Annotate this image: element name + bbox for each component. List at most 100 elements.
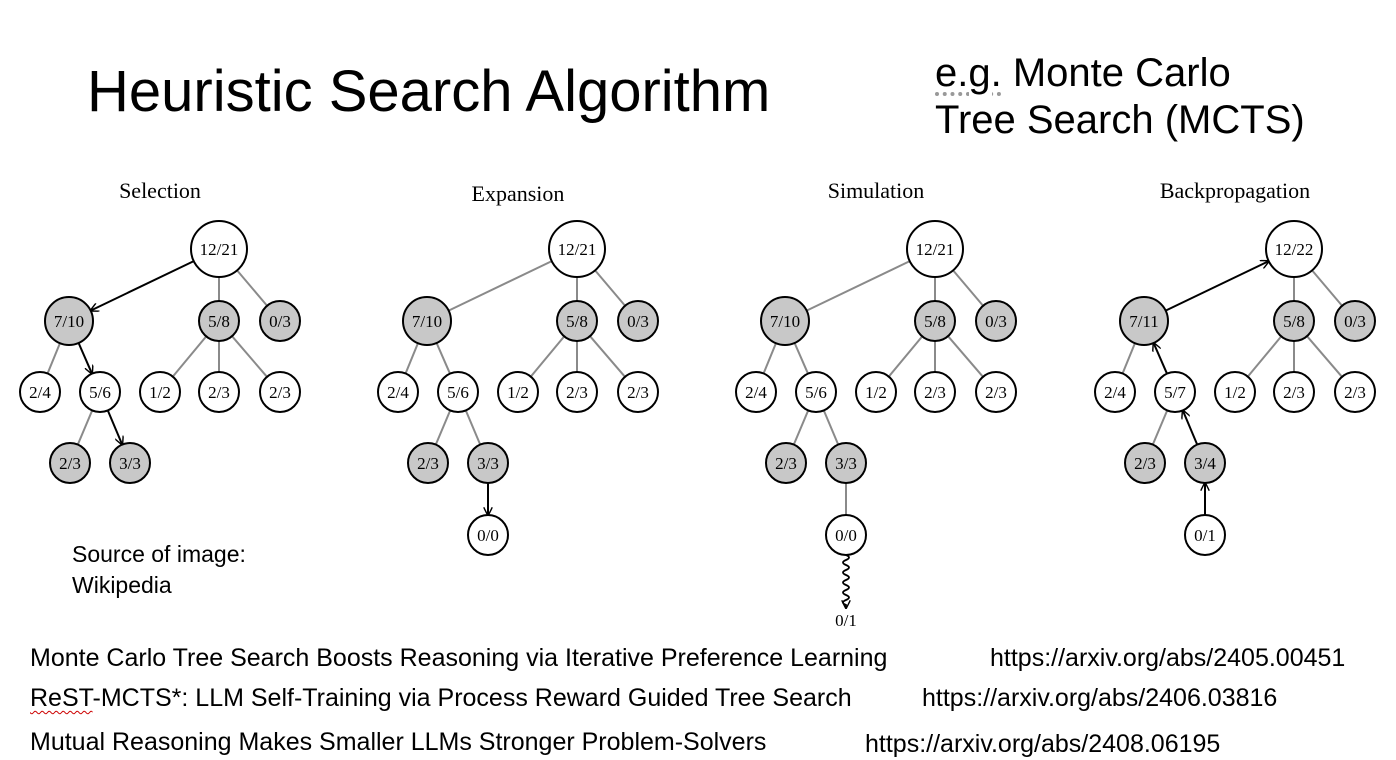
tree-node: 1/2 [855,371,897,413]
node-circle [1273,300,1315,342]
node-label: 1/2 [1224,383,1246,402]
node-circle [1119,296,1169,346]
node-circle [190,220,248,278]
tree-edge [448,260,553,312]
node-label: 5/6 [89,383,111,402]
node-label: 5/7 [1164,383,1186,402]
tree-node: 5/6 [795,371,837,413]
node-circle [1094,371,1136,413]
tree-node: 2/3 [765,442,807,484]
node-label: 5/8 [208,312,230,331]
tree-edge [1311,269,1343,307]
node-label: 0/3 [627,312,649,331]
node-circle [377,371,419,413]
tree-edge [589,335,626,378]
node-circle [402,296,452,346]
node-label: 1/2 [865,383,887,402]
node-circle [1334,371,1376,413]
tree-node: 2/4 [19,371,61,413]
rollout-squiggle [843,554,849,608]
tree-node: 12/22 [1265,220,1323,278]
node-circle [1184,514,1226,556]
node-label: 2/3 [208,383,230,402]
tree-edge [434,410,452,445]
node-circle [109,442,151,484]
tree-node: 2/3 [407,442,449,484]
node-circle [617,371,659,413]
reference-title-3: Mutual Reasoning Makes Smaller LLMs Stro… [30,728,767,756]
panel-title: Simulation [828,178,925,203]
tree-edge [1306,335,1343,378]
node-circle [1154,371,1196,413]
node-circle [1273,371,1315,413]
tree-node: 7/10 [44,296,94,346]
tree-node: 2/4 [735,371,777,413]
node-circle [79,371,121,413]
tree-edge [888,335,923,378]
tree-edge [762,342,777,374]
tree-edge-arrow [91,260,195,310]
tree-edge [46,342,61,374]
node-circle [139,371,181,413]
tree-node: 2/3 [1273,371,1315,413]
node-circle [1334,300,1376,342]
node-label: 3/3 [835,454,857,473]
tree-node: 0/0 [467,514,509,556]
tree-edge [1121,342,1136,374]
subtitle-eg: e.g. [935,51,1002,95]
reference-title-1: Monte Carlo Tree Search Boosts Reasoning… [30,644,888,672]
tree-node: 0/3 [617,300,659,342]
tree-node: 1/2 [1214,371,1256,413]
node-label: 1/2 [507,383,529,402]
node-label: 12/21 [916,240,955,259]
node-circle [914,300,956,342]
node-label: 5/8 [1283,312,1305,331]
tree-edge-arrow [106,410,122,444]
tree-node: 5/8 [914,300,956,342]
node-label: 1/2 [149,383,171,402]
tree-edge [464,410,482,445]
node-label: 0/1 [1194,526,1216,545]
tree-node: 0/1 [1184,514,1226,556]
tree-node: 12/21 [906,220,964,278]
node-circle [198,300,240,342]
reference-url-2[interactable]: https://arxiv.org/abs/2406.03816 [922,684,1278,712]
tree-node: 2/3 [49,442,91,484]
tree-edge [530,335,565,378]
slide-title: Heuristic Search Algorithm [87,59,771,124]
node-label: 0/0 [477,526,499,545]
tree-node: 0/0 [825,514,867,556]
tree-node: 3/3 [109,442,151,484]
reference-title-2-marked: ReST [30,684,93,712]
tree-node: 2/4 [377,371,419,413]
tree-edge [947,335,984,378]
tree-edge [236,269,268,307]
reference-url-3[interactable]: https://arxiv.org/abs/2408.06195 [865,730,1221,758]
node-label: 2/4 [387,383,409,402]
tree-node: 3/3 [467,442,509,484]
node-circle [467,514,509,556]
tree-edge [76,410,94,445]
tree-node: 1/2 [497,371,539,413]
node-label: 5/6 [805,383,827,402]
node-label: 3/3 [477,454,499,473]
tree-edge [1247,335,1282,378]
tree-node: 2/3 [198,371,240,413]
tree-node: 5/6 [437,371,479,413]
panel-title: Selection [119,178,201,203]
tree-edge [1151,410,1169,445]
node-label: 2/3 [59,454,81,473]
node-circle [1214,371,1256,413]
node-label: 2/3 [566,383,588,402]
node-circle [49,442,91,484]
node-circle [617,300,659,342]
reference-url-1[interactable]: https://arxiv.org/abs/2405.00451 [990,644,1346,672]
node-label: 7/11 [1129,312,1159,331]
node-label: 2/4 [29,383,51,402]
tree-edge [822,410,840,445]
node-label: 5/6 [447,383,469,402]
node-label: 7/10 [770,312,800,331]
